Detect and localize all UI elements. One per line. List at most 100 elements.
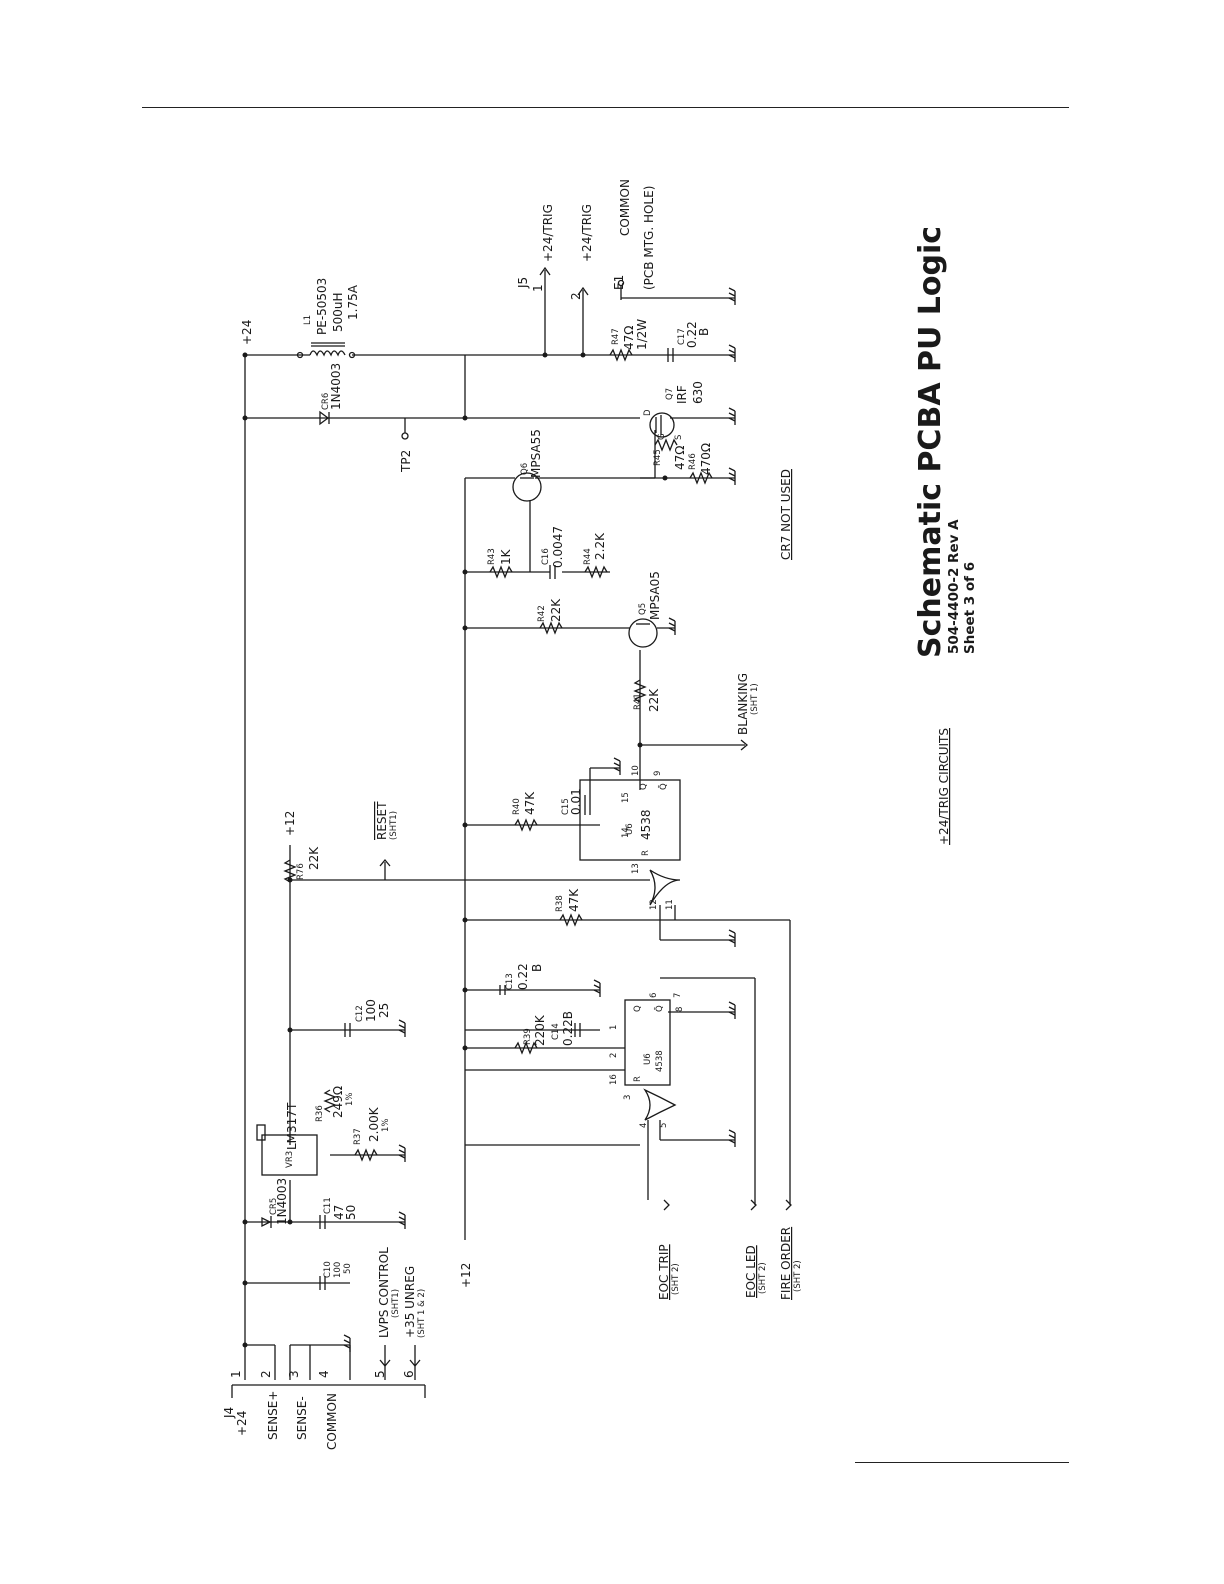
c13-type: B <box>530 964 544 972</box>
r37-tolerance: 1% <box>381 1119 391 1133</box>
q7-ref: Q7 <box>665 388 675 400</box>
u6a-pin14: 14 <box>621 827 631 838</box>
u6a-pin-r: R <box>641 850 651 856</box>
cr7-not-used-note: CR7 NOT USED <box>779 469 793 560</box>
j4-pin4-label: COMMON <box>325 1393 339 1450</box>
q6-ref: Q6 <box>520 463 530 475</box>
resistor-r39 <box>514 1041 538 1055</box>
unreg-35-sheet: (SHT 1 & 2) <box>417 1289 427 1338</box>
unreg-35-label: +35 UNREG <box>403 1266 417 1338</box>
r36-ref: R36 <box>315 1105 325 1122</box>
or-gate-u6b <box>643 1088 677 1121</box>
resistor-r40 <box>514 818 538 832</box>
c10-rating: 50 <box>343 1263 353 1274</box>
c15-ref: C15 <box>561 798 571 815</box>
u6a-pin15: 15 <box>621 792 631 803</box>
page-title: Schematic PCBA PU Logic <box>913 226 948 658</box>
u6b-pin8: 8 <box>675 1007 685 1012</box>
c12-rating: 25 <box>377 1003 391 1018</box>
c10-ref: C10 <box>323 1261 333 1278</box>
j4-pin3-label: SENSE- <box>295 1396 309 1440</box>
e1-note: (PCB MTG. HOLE) <box>642 186 656 290</box>
u6b-pin16: 16 <box>609 1074 619 1085</box>
j5-pin2-label: +24/TRIG <box>580 204 594 262</box>
r39-ref: R39 <box>523 1028 533 1045</box>
u6a-pin11: 11 <box>665 899 675 910</box>
q7-part2: 630 <box>691 381 705 404</box>
u6b-ref: U6 <box>643 1053 653 1065</box>
j4-pin2-label: SENSE+ <box>266 1391 280 1440</box>
r39-value: 220K <box>533 1014 547 1046</box>
section-label: +24/TRIG CIRCUITS <box>937 728 951 845</box>
capacitor-c12 <box>344 1023 351 1037</box>
diode-cr6 <box>319 410 330 426</box>
q7-pin-g: G <box>657 433 667 440</box>
q5-part: MPSA05 <box>648 571 662 620</box>
mosfet-q7 <box>649 412 675 438</box>
resistor-r47 <box>609 348 633 362</box>
r40-value: 47K <box>523 791 537 815</box>
c14-value: 0.22B <box>561 1011 575 1046</box>
wiring <box>231 270 791 1398</box>
r44-value: 2.2K <box>593 532 607 560</box>
c11-value: 47 <box>332 1205 346 1220</box>
c13-ref: C13 <box>505 973 515 990</box>
c17-type: B <box>697 328 711 336</box>
resistor-r37 <box>354 1148 378 1162</box>
lvps-control-sheet: (SHT1) <box>391 1289 401 1318</box>
regulator-vr3 <box>261 1134 318 1176</box>
cr6-part: 1N4003 <box>329 363 343 410</box>
r44-ref: R44 <box>583 548 593 565</box>
c17-value: 0.22 <box>685 321 699 348</box>
r43-ref: R43 <box>487 548 497 565</box>
capacitor-c13 <box>499 985 506 995</box>
r46-value: 470Ω <box>699 443 713 475</box>
capacitor-c17 <box>667 348 674 362</box>
u6b-part: 4538 <box>655 1050 665 1072</box>
tp2-test-point <box>401 432 409 440</box>
capacitor-c16 <box>549 565 556 579</box>
c14-ref: C14 <box>551 1023 561 1040</box>
transistor-q5 <box>628 618 675 648</box>
u6a-pin-q: Q <box>639 783 649 790</box>
r36-value: 249Ω <box>331 1086 345 1118</box>
r47-rating: 1/2W <box>635 319 649 350</box>
q7-part: IRF <box>675 385 689 404</box>
c10-value: 100 <box>333 1262 343 1278</box>
l1-part: PE-50503 <box>315 278 329 335</box>
c16-value: 0.0047 <box>551 526 565 568</box>
u6b-pin-r: R <box>633 1076 643 1082</box>
l1-ref: L1 <box>303 315 313 325</box>
resistor-r76 <box>283 859 297 883</box>
resistor-r45 <box>654 438 678 452</box>
bottom-rule <box>855 1462 1069 1463</box>
u6b-pin6: 6 <box>649 993 659 998</box>
p24-rail-label: +24 <box>240 320 254 345</box>
r37-ref: R37 <box>353 1128 363 1145</box>
reset-sheet: (SHT1) <box>389 811 399 840</box>
top-rule <box>142 107 1069 108</box>
u6b-pin-q: Q <box>633 1005 643 1012</box>
sheet-number: Sheet 3 of 6 <box>962 562 978 654</box>
j4-pin5-num: 5 <box>373 1370 387 1378</box>
reset-label: RESET <box>375 801 389 840</box>
u6b-pin3: 3 <box>623 1095 633 1100</box>
or-gate-u6a <box>649 869 681 906</box>
junction-dots <box>242 352 668 1348</box>
q7-pin-s: S <box>674 435 684 440</box>
r76-ref: R76 <box>296 863 306 880</box>
j5-ref: J5 <box>516 277 530 289</box>
r38-ref: R38 <box>555 895 565 912</box>
r45-value: 47Ω <box>673 446 687 470</box>
l1-value1: 500uH <box>331 292 345 332</box>
u6b-pin-qbar: Q̄ <box>653 1005 665 1012</box>
j5-pin2-num: 2 <box>569 292 583 300</box>
r41-value: 22K <box>647 688 661 712</box>
capacitor-c10 <box>319 1276 326 1290</box>
p12-rail-label-top: +12 <box>283 811 297 836</box>
c16-ref: C16 <box>541 548 551 565</box>
u6b-pin5: 5 <box>659 1123 669 1128</box>
j5-pin1-label: +24/TRIG <box>541 204 555 262</box>
u6a-pin12: 12 <box>649 899 659 910</box>
u6b-pin7: 7 <box>673 993 683 998</box>
